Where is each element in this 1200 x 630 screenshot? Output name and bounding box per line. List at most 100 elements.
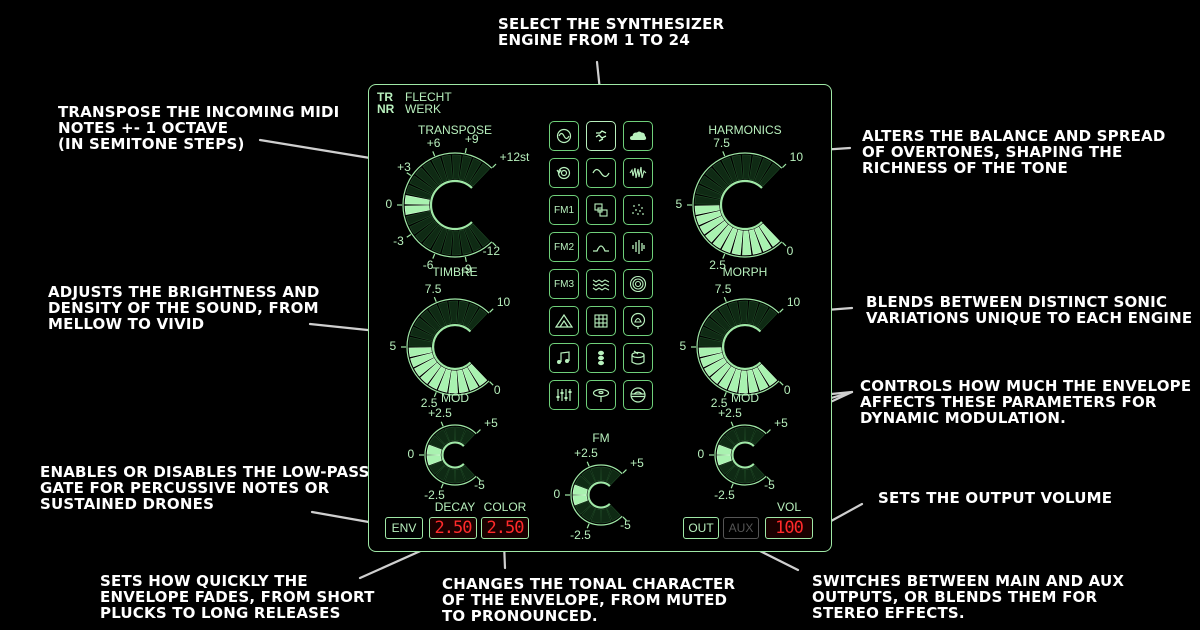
knob-segment <box>718 460 735 475</box>
color-display[interactable]: 2.50 <box>481 517 529 539</box>
knob-segment <box>694 205 720 215</box>
knob-tick <box>766 429 771 434</box>
knob-segment <box>420 362 441 385</box>
grid-icon <box>593 313 609 329</box>
engine-button-15[interactable] <box>623 269 653 299</box>
knob-tick <box>406 233 412 238</box>
knob-segment <box>600 508 612 524</box>
vol-display[interactable]: 100 <box>765 517 813 539</box>
knob-tick <box>489 381 494 386</box>
knob-tick-label: 0 <box>385 197 393 211</box>
engine-button-14[interactable] <box>586 269 616 299</box>
knob-tick <box>440 483 444 489</box>
aux-button[interactable]: AUX <box>723 517 759 539</box>
knob-timbre[interactable] <box>401 296 494 398</box>
engine-button-16[interactable] <box>549 306 579 336</box>
engine-button-19[interactable] <box>549 343 579 373</box>
engine-button-8[interactable] <box>586 195 616 225</box>
engine-button-9[interactable] <box>623 195 653 225</box>
knob-morph[interactable] <box>691 296 784 398</box>
knob-segment <box>415 167 438 190</box>
engine-button-20[interactable] <box>586 343 616 373</box>
knob-title-morph: MORPH <box>722 265 768 279</box>
knob-segment <box>744 468 756 484</box>
engine-button-5[interactable] <box>586 158 616 188</box>
annotation-morph: BLENDS BETWEEN DISTINCT SONIC VARIATIONS… <box>866 293 1193 327</box>
knob-segment <box>428 435 445 450</box>
knob-segment <box>700 326 724 342</box>
engine-button-21[interactable] <box>623 343 653 373</box>
knob-outer-arc <box>714 424 767 486</box>
knob-segment <box>464 158 482 184</box>
knob-transpose[interactable] <box>397 147 497 263</box>
knob-segment <box>748 229 762 255</box>
engine-button-7[interactable]: FM1 <box>549 195 579 225</box>
knob-tick-label: 2.5 <box>710 396 728 411</box>
env-button[interactable]: ENV <box>385 517 423 539</box>
engine-button-22[interactable] <box>549 380 579 410</box>
engine-button-24[interactable] <box>623 380 653 410</box>
engine-button-23[interactable] <box>586 380 616 410</box>
knob-title-timbre: TIMBRE <box>432 265 478 279</box>
annotation-timbre: ADJUSTS THE BRIGHTNESS AND DENSITY OF TH… <box>48 283 320 333</box>
knob-mod-right[interactable] <box>709 421 771 489</box>
knob-tick <box>622 516 627 521</box>
knob-segment <box>712 224 733 249</box>
knob-tick-label: -5 <box>764 478 775 493</box>
annotation-engine: SELECT THE SYNTHESIZER ENGINE FROM 1 TO … <box>498 15 725 49</box>
noise-icon <box>629 166 647 180</box>
knob-mod-left[interactable] <box>419 421 481 489</box>
annotation-vol: SETS THE OUTPUT VOLUME <box>878 489 1113 507</box>
rings-icon <box>629 275 647 293</box>
sine-wave-icon <box>556 128 572 144</box>
knob-segment <box>700 352 724 368</box>
engine-button-6[interactable] <box>623 158 653 188</box>
engine-button-13[interactable]: FM3 <box>549 269 579 299</box>
knob-tick <box>730 483 734 489</box>
knob-segment <box>467 307 488 331</box>
knob-segment <box>747 300 759 325</box>
knob-segment <box>457 369 469 394</box>
knob-tick <box>622 469 627 474</box>
chord-icon <box>595 349 607 367</box>
engine-button-2[interactable] <box>586 121 616 151</box>
knob-segment <box>404 195 430 205</box>
engine-button-12[interactable] <box>623 232 653 262</box>
knob-segment <box>590 466 602 482</box>
knob-fm[interactable] <box>565 461 627 529</box>
bump-icon <box>592 241 610 253</box>
annotation-env: ENABLES OR DISABLES THE LOW-PASS GATE FO… <box>40 463 370 513</box>
knob-segment <box>699 175 725 195</box>
knob-tick-label: +3 <box>397 160 411 175</box>
engine-button-11[interactable] <box>586 232 616 262</box>
knob-tick-label: 0 <box>553 487 561 501</box>
decay-display[interactable]: 2.50 <box>429 517 477 539</box>
knob-segment <box>409 175 435 195</box>
knob-tick <box>489 308 494 313</box>
knob-segment <box>759 163 781 187</box>
knob-tick <box>779 381 784 386</box>
wave-icon <box>592 167 610 179</box>
knob-tick <box>492 242 497 247</box>
engine-button-4[interactable] <box>549 158 579 188</box>
knob-tick-label: 0 <box>493 382 501 397</box>
knob-segment <box>750 428 765 445</box>
knob-title-transpose: TRANSPOSE <box>417 123 492 137</box>
engine-button-1[interactable] <box>549 121 579 151</box>
engine-button-10[interactable]: FM2 <box>549 232 579 262</box>
knob-title-mod-left: MOD <box>441 391 469 405</box>
knob-inner-arc <box>432 324 472 370</box>
knob-segment <box>590 508 602 524</box>
knob-tick <box>586 461 590 467</box>
out-button[interactable]: OUT <box>683 517 719 539</box>
engine-button-3[interactable] <box>623 121 653 151</box>
engine-button-18[interactable] <box>623 306 653 336</box>
knob-tick <box>476 429 481 434</box>
knob-tick-label: 7.5 <box>713 136 730 151</box>
knob-segment <box>422 224 443 249</box>
knob-tick-label: 5 <box>679 339 687 353</box>
engine-button-17[interactable] <box>586 306 616 336</box>
knob-harmonics[interactable] <box>687 151 787 259</box>
annotation-decay: SETS HOW QUICKLY THE ENVELOPE FADES, FRO… <box>100 572 375 622</box>
